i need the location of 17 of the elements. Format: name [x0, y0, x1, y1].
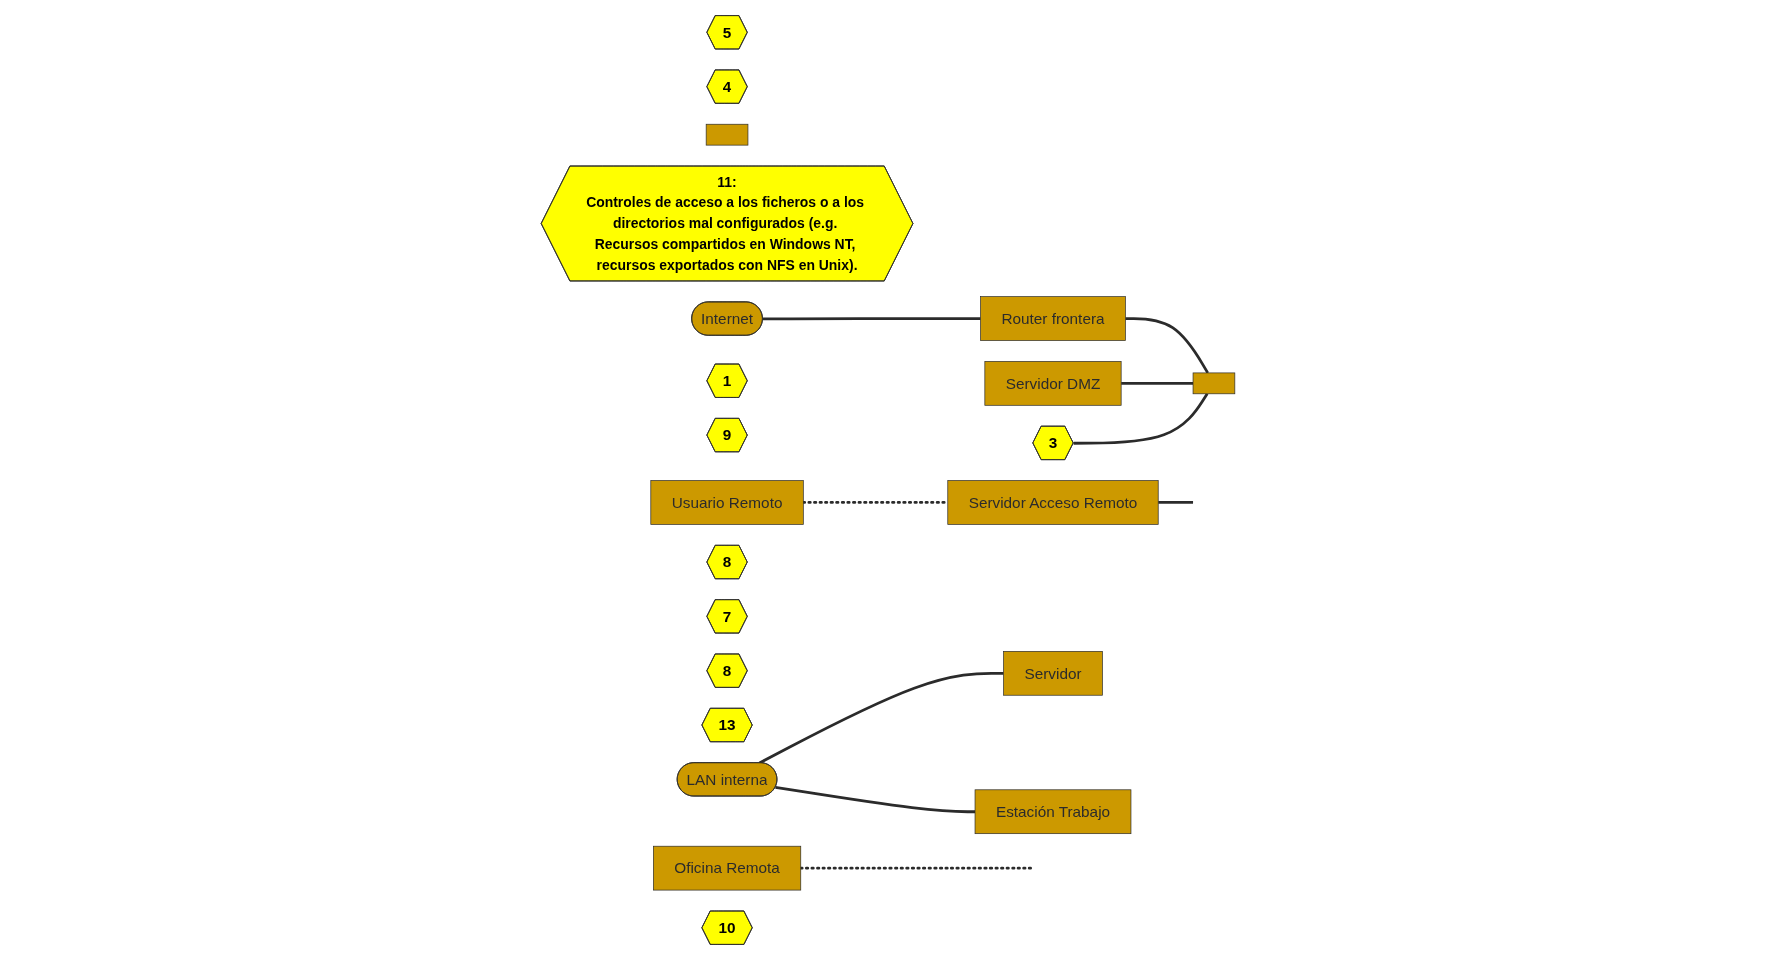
node-box [705, 123, 749, 146]
node-box: Servidor [1003, 651, 1103, 696]
node-box: Servidor Acceso Remoto [947, 480, 1159, 525]
connector [1125, 317, 1209, 374]
connector [762, 317, 981, 321]
connector [799, 866, 1034, 870]
connector [1158, 501, 1194, 504]
node-box: Oficina Remota [653, 845, 802, 891]
connector [758, 671, 1004, 765]
node-box: Router frontera [980, 296, 1126, 341]
connector [775, 785, 976, 814]
node-box: Servidor DMZ [984, 361, 1122, 406]
node-box: Estación Trabajo [974, 789, 1132, 835]
node-box [1192, 372, 1236, 395]
connector [1121, 381, 1194, 385]
connector [1073, 393, 1209, 445]
node-box: Usuario Remoto [650, 480, 804, 525]
